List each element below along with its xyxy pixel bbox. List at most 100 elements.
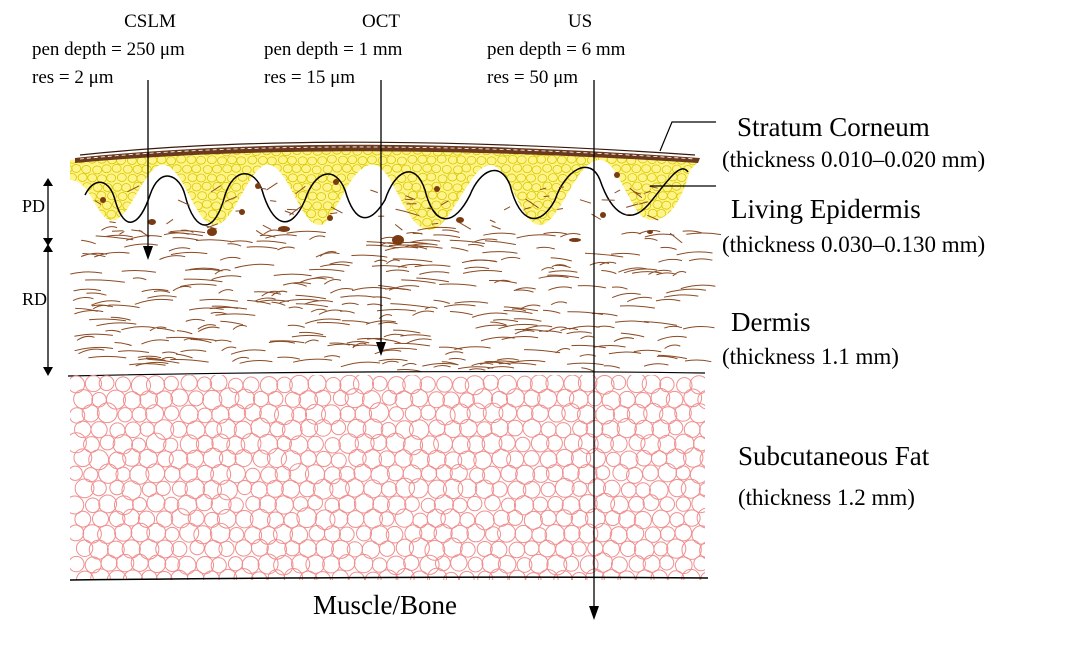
fat-cell xyxy=(190,541,204,555)
stratum-corneum-name: Stratum Corneum xyxy=(737,112,930,142)
epidermal-cell xyxy=(493,184,502,192)
epidermal-cell xyxy=(242,200,251,208)
epidermal-cell xyxy=(228,211,237,219)
papillary-fiber xyxy=(395,224,402,230)
epidermal-cell xyxy=(83,218,92,226)
epidermal-cell xyxy=(238,228,247,236)
collagen-fiber xyxy=(434,300,450,303)
living-epidermis-layer xyxy=(62,146,707,237)
fat-cell xyxy=(114,496,133,515)
fat-cell xyxy=(147,494,165,512)
fat-cell xyxy=(403,465,421,483)
epidermal-cell xyxy=(353,200,362,208)
fat-cell xyxy=(382,390,397,405)
epidermal-cell xyxy=(387,227,396,235)
fat-cell xyxy=(564,525,580,541)
fat-cell xyxy=(596,466,610,480)
collagen-fiber xyxy=(292,335,326,337)
collagen-fiber xyxy=(293,283,307,286)
collagen-fiber xyxy=(493,320,518,322)
fat-cell xyxy=(451,525,469,543)
epidermal-cell xyxy=(563,218,572,226)
epidermal-cell xyxy=(473,200,482,208)
papillary-fiber xyxy=(256,230,263,235)
collagen-fiber xyxy=(469,369,485,371)
fat-cell xyxy=(210,374,227,391)
epidermal-cell xyxy=(352,183,361,191)
epidermal-cell xyxy=(132,201,141,209)
papillary-fiber xyxy=(559,187,564,188)
epidermal-cell xyxy=(577,174,586,182)
epidermal-cell xyxy=(498,192,507,200)
collagen-fiber xyxy=(220,257,240,260)
papillary-fiber xyxy=(263,225,271,229)
collagen-fiber xyxy=(450,240,485,243)
fat-cell xyxy=(380,541,395,556)
fat-cell xyxy=(357,526,372,541)
collagen-fiber xyxy=(658,355,687,358)
epidermal-cell xyxy=(483,201,492,209)
fat-cell xyxy=(409,479,428,498)
collagen-fiber xyxy=(232,357,249,361)
collagen-fiber xyxy=(468,245,484,247)
collagen-fiber xyxy=(319,310,343,314)
collagen-fiber xyxy=(171,252,207,254)
fat-cell xyxy=(692,526,710,544)
fat-cell xyxy=(196,494,212,510)
epidermal-cell xyxy=(487,174,496,182)
fat-cell xyxy=(468,557,483,572)
oct-depth: pen depth = 1 mm xyxy=(264,39,403,60)
fat-cell xyxy=(142,570,157,585)
fat-cell xyxy=(660,497,675,512)
collagen-fiber xyxy=(233,325,247,329)
collagen-fiber xyxy=(220,321,243,325)
collagen-fiber xyxy=(524,350,560,353)
epidermal-cell xyxy=(267,174,276,182)
fat-cell xyxy=(123,392,140,409)
collagen-fiber xyxy=(200,299,239,301)
papillary-fiber xyxy=(670,233,682,243)
collagen-fiber xyxy=(645,238,658,240)
collagen-fiber xyxy=(157,328,175,331)
collagen-fiber xyxy=(324,356,340,358)
collagen-fiber xyxy=(375,350,401,354)
collagen-fiber xyxy=(263,230,279,235)
fat-cell xyxy=(285,392,300,407)
collagen-fiber xyxy=(555,265,570,267)
epidermal-cell xyxy=(142,183,151,191)
fat-cell xyxy=(595,493,614,512)
papillary-fiber xyxy=(270,201,276,202)
epidermal-cell xyxy=(552,219,561,227)
epidermal-cell xyxy=(693,218,702,226)
cslm-depth: pen depth = 250 μm xyxy=(32,39,185,60)
fat-cell xyxy=(115,524,132,541)
fat-cell xyxy=(387,496,405,514)
collagen-fiber xyxy=(537,247,555,249)
collagen-fiber xyxy=(272,302,286,305)
fat-cell xyxy=(620,451,638,469)
fat-cell xyxy=(675,434,694,453)
fat-cell xyxy=(548,496,563,511)
fat-cell xyxy=(330,510,348,528)
collagen-fiber xyxy=(401,280,435,283)
epidermal-cell xyxy=(507,211,516,219)
epidermal-cell xyxy=(487,209,496,217)
collagen-fiber xyxy=(504,311,533,314)
fat-cell xyxy=(395,509,413,527)
collagen-fiber xyxy=(581,368,594,372)
epidermal-cell xyxy=(512,218,521,226)
collagen-fiber xyxy=(170,360,208,363)
epidermal-cell xyxy=(612,218,621,226)
epidermal-cell xyxy=(602,218,611,226)
collagen-fiber xyxy=(122,271,156,273)
collagen-fiber xyxy=(403,364,417,367)
fat-cell xyxy=(371,466,389,484)
collagen-fiber xyxy=(445,352,463,355)
collagen-fiber xyxy=(147,296,176,298)
fat-cell xyxy=(285,541,300,556)
fat-cell xyxy=(92,511,108,527)
fat-cell xyxy=(465,376,484,395)
fat-cell xyxy=(164,467,180,483)
epidermal-cell xyxy=(378,228,387,236)
collagen-fiber xyxy=(543,310,560,313)
